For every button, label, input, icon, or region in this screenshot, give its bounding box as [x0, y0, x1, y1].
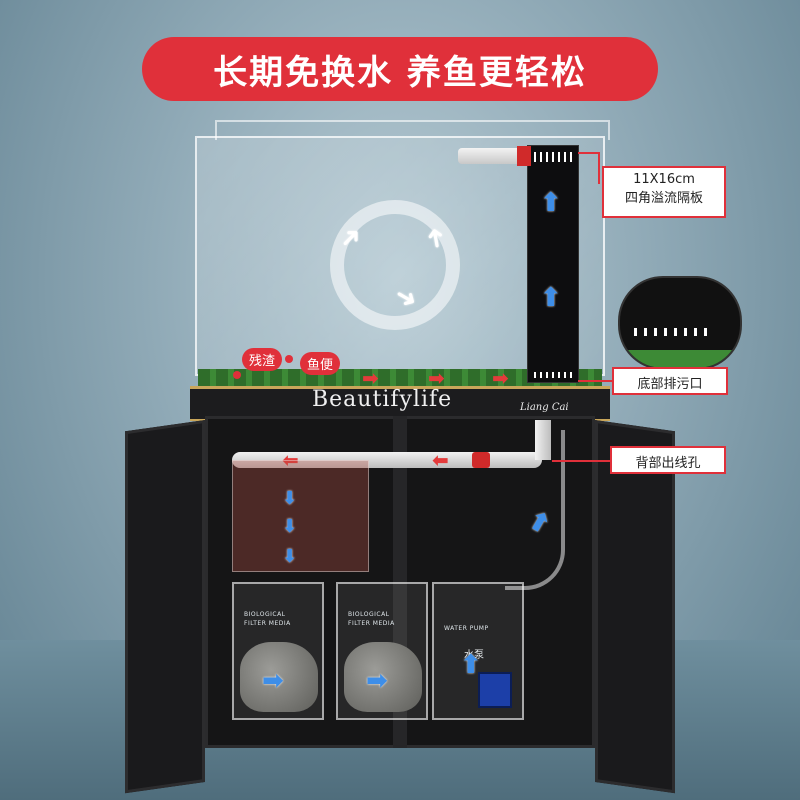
- left-arrow-icon: ⬅: [432, 448, 449, 472]
- drip-filter-box: [232, 460, 369, 572]
- debris-dot: [233, 371, 241, 379]
- left-arrow-icon: ⬅: [282, 448, 299, 472]
- closeup-substrate: [620, 350, 740, 368]
- right-arrow-icon: ➡: [428, 366, 445, 390]
- overflow-top-slots: [534, 152, 572, 162]
- overflow-bottom-slots: [534, 372, 572, 378]
- right-arrow-icon: ➡: [366, 666, 388, 696]
- tank-rim: [190, 386, 610, 421]
- drain-callout: 底部排污口: [612, 367, 728, 395]
- drain-pipe: [232, 452, 542, 468]
- closeup-slots: [634, 328, 714, 336]
- media-label: BIOLOGICAL FILTER MEDIA: [348, 611, 395, 627]
- residue-tag: 残渣: [242, 348, 283, 371]
- right-arrow-icon: ➡: [362, 366, 379, 390]
- right-arrow-icon: ➡: [492, 366, 509, 390]
- callout-connector: [578, 152, 600, 154]
- filter-media-chamber: BIOLOGICAL FILTER MEDIA: [232, 582, 324, 720]
- callout-connector: [552, 460, 612, 462]
- media-label: BIOLOGICAL FILTER MEDIA: [244, 611, 291, 627]
- filter-rock: [240, 642, 318, 712]
- headline-banner: 长期免换水 养鱼更轻松: [142, 37, 658, 101]
- tank-substrate: [198, 369, 602, 387]
- sump-tank: BIOLOGICAL FILTER MEDIA BIOLOGICAL FILTE…: [232, 582, 528, 720]
- pump-label-cn: 水泵: [464, 650, 484, 661]
- cabinet-door-right: [595, 420, 675, 794]
- tank-top-edge: [215, 120, 610, 140]
- up-arrow-icon: ⬆: [540, 188, 562, 218]
- pump-label-en: WATER PUMP: [444, 625, 489, 632]
- debris-dot: [285, 355, 293, 363]
- pipe-valve: [472, 452, 490, 468]
- callout-connector: [578, 380, 614, 382]
- water-pump: [478, 672, 512, 708]
- right-arrow-icon: ➡: [262, 666, 284, 696]
- cable-hole-callout: 背部出线孔: [610, 446, 726, 474]
- down-arrow-icon: ⬇: [282, 516, 298, 537]
- watermark-text: Beautifylife: [312, 387, 453, 412]
- down-arrow-icon: ⬇: [282, 546, 298, 567]
- up-arrow-icon: ⬆: [460, 650, 482, 680]
- callout-connector: [598, 152, 600, 184]
- overflow-callout: 11X16cm 四角溢流隔板: [602, 166, 726, 218]
- overflow-partition: [527, 145, 579, 383]
- circulation-arrow-icon: ➜: [419, 224, 453, 252]
- return-nozzle-cap: [517, 146, 531, 166]
- return-hose: [505, 430, 565, 590]
- water-circulation-swirl: [330, 200, 460, 330]
- down-arrow-icon: ⬇: [282, 488, 298, 509]
- feces-tag: 鱼便: [300, 352, 341, 375]
- drain-closeup: [618, 276, 742, 370]
- brand-logo: Liang Cai: [520, 402, 569, 413]
- up-arrow-icon: ⬆: [540, 283, 562, 313]
- return-nozzle: [458, 148, 528, 164]
- filter-rock: [344, 642, 422, 712]
- cabinet-door-left: [125, 420, 205, 794]
- pump-chamber: WATER PUMP 水泵: [432, 582, 524, 720]
- filter-media-chamber: BIOLOGICAL FILTER MEDIA: [336, 582, 428, 720]
